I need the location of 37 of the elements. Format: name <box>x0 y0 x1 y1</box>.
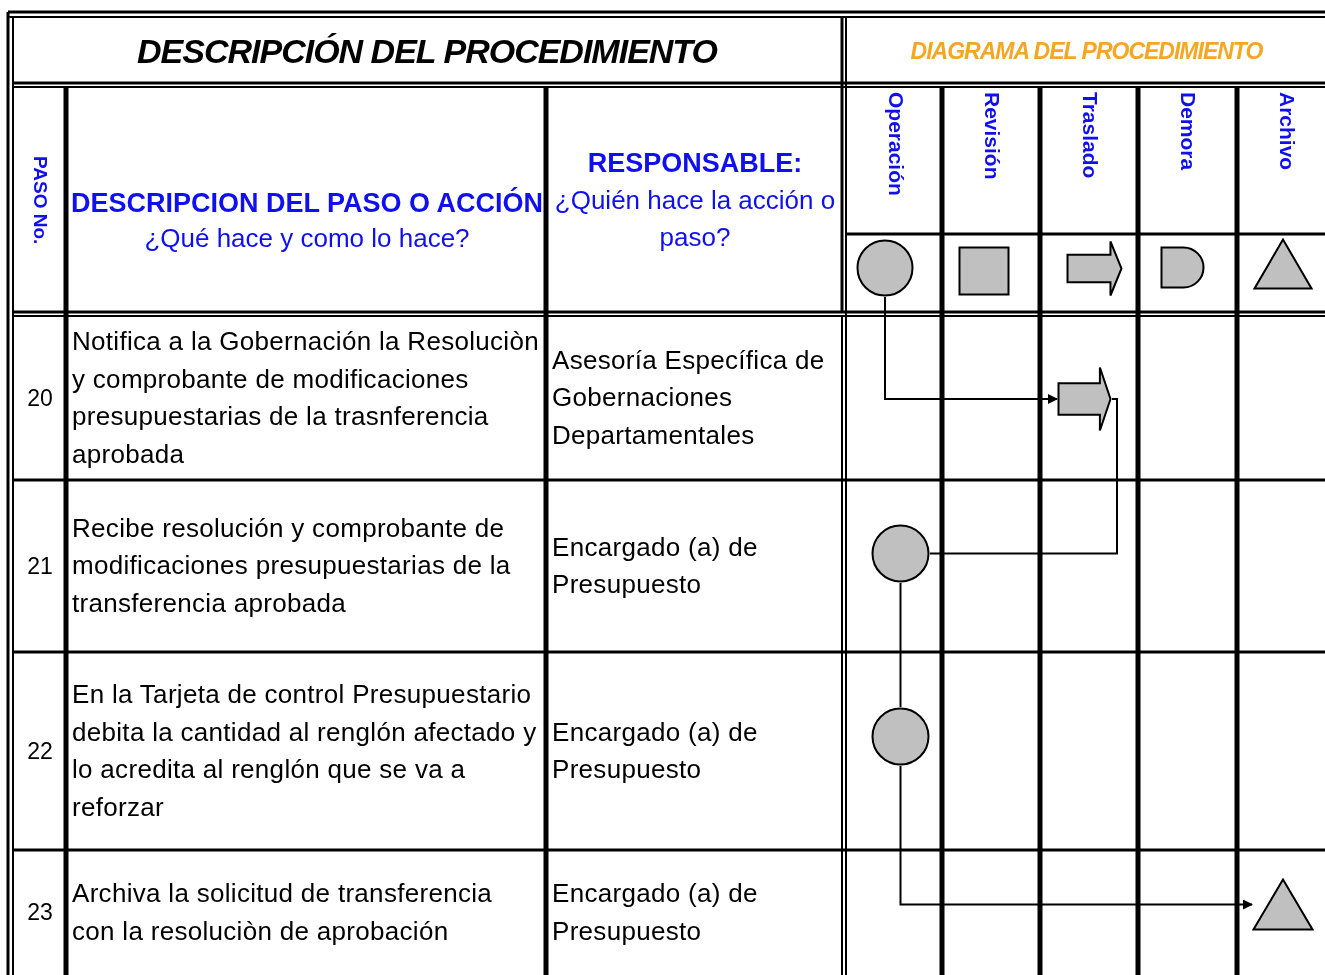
diagram-heading: DIAGRAMA DEL PROCEDIMIENTO <box>910 37 1263 65</box>
step-description: En la Tarjeta de control Presupuestario debita la cantidad al renglón afectado y lo acredita al renglón que se va a reforzar <box>72 678 538 824</box>
column-heading: Archivo <box>1275 92 1299 171</box>
inspection-square <box>958 246 1010 296</box>
operation-circle <box>871 707 930 766</box>
column-heading: Traslado <box>1078 92 1102 179</box>
step-number: 20 <box>27 384 53 412</box>
column-subheading: ¿Quién hace la acción o paso? <box>553 184 837 254</box>
responsible-text: Asesoría Específica de Gobernaciones Departamentales <box>552 343 826 452</box>
operation-circle <box>856 239 914 297</box>
archive-triangle <box>1253 238 1313 290</box>
column-subheading: ¿Qué hace y como lo hace? <box>144 222 470 255</box>
step-description: Notifica a la Gobernación la Resoluciòn y comprobante de modificaciones presupuestarias de la trasnferencia aprobada <box>72 325 540 471</box>
column-heading: Revisión <box>980 92 1004 180</box>
archive-triangle <box>1252 878 1314 931</box>
step-number: 22 <box>27 737 53 765</box>
column-heading: PASO No. <box>29 155 51 245</box>
delay-symbol <box>1160 246 1205 289</box>
column-heading: DESCRIPCION DEL PASO O ACCIÓN <box>70 186 544 220</box>
step-number: 21 <box>27 552 53 580</box>
connector-arrow <box>884 296 1058 404</box>
transport-arrow <box>1066 240 1123 297</box>
connector-line <box>929 398 1118 555</box>
column-heading: Operación <box>884 92 908 196</box>
responsible-text: Encargado (a) de Presupuesto <box>552 877 759 948</box>
connector-arrow <box>899 765 1253 910</box>
title: DESCRIPCIÓN DEL PROCEDIMIENTO <box>137 31 717 71</box>
transport-arrow <box>1057 366 1112 432</box>
operation-circle <box>871 524 930 583</box>
connector-line <box>899 582 902 708</box>
column-heading: Demora <box>1176 92 1200 171</box>
responsible-text: Encargado (a) de Presupuesto <box>552 715 759 786</box>
step-number: 23 <box>27 899 53 926</box>
step-description: Recibe resolución y comprobante de modificaciones presupuestarias de la transferencia aprobada <box>72 511 512 620</box>
responsible-text: Encargado (a) de Presupuesto <box>552 530 759 601</box>
step-description: Archiva la solicitud de transferencia con la resoluciòn de aprobación <box>72 877 494 948</box>
column-heading: RESPONSABLE: <box>587 147 803 180</box>
